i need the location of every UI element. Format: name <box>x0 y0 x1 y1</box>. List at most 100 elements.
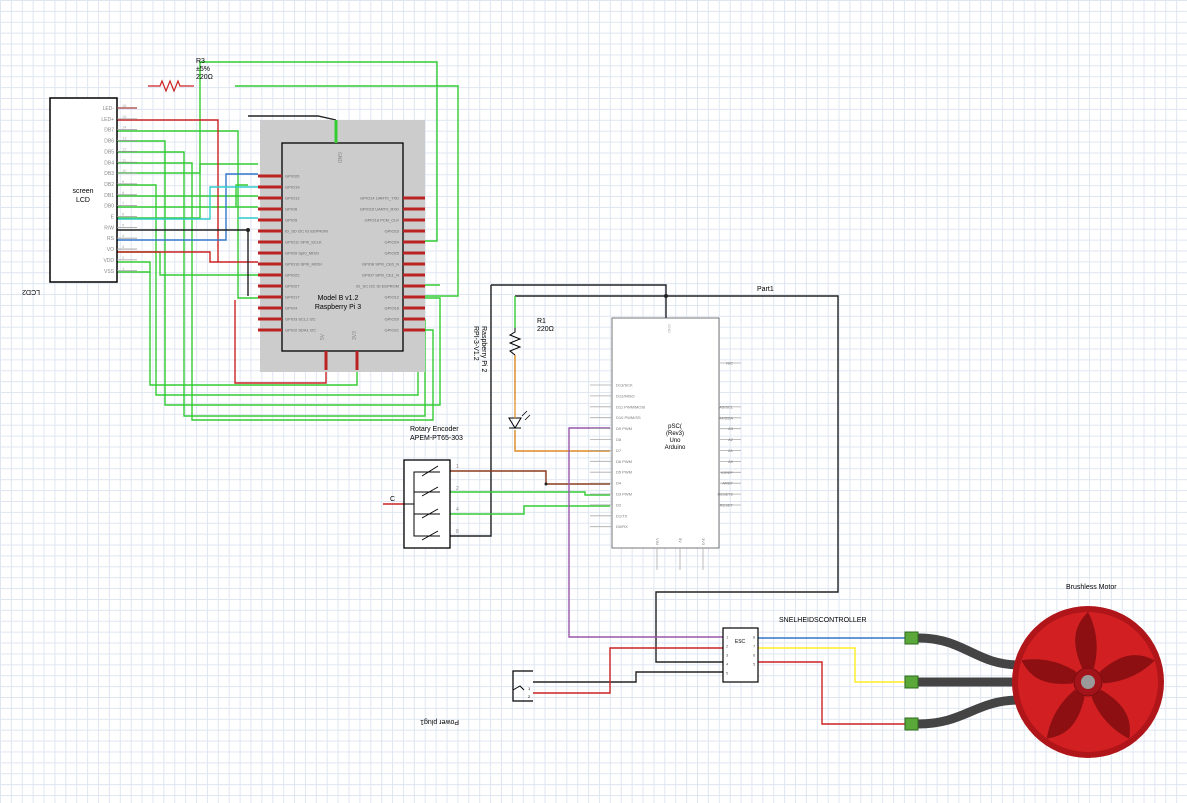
wire <box>533 647 723 694</box>
wire <box>758 661 905 725</box>
encoder-common-label: C <box>390 496 395 503</box>
motor-shaft <box>1081 675 1095 689</box>
lcd-label-1: screen <box>72 188 93 195</box>
lcd-pin-number: 15 <box>122 114 127 119</box>
lcd-pin-number: 7 <box>122 201 125 206</box>
pi-pin-label: GPIO23 <box>385 229 400 234</box>
arduino-body <box>611 317 720 549</box>
lcd-pin-label: DB4 <box>104 160 114 166</box>
lcd-pin-label: LED- <box>103 106 115 112</box>
arduino-pin-label: A1 <box>728 448 734 453</box>
pi-pin-label: GPIO22 <box>285 273 300 278</box>
arduino-pin-label: D9 PWM <box>616 426 632 431</box>
pi-model-line2: Raspberry Pi 3 <box>315 304 361 311</box>
pi-pin-label: ID_SD I2C ID EEPROM <box>285 229 328 234</box>
motor-spoke <box>1099 655 1155 684</box>
lcd-pin-label: DB5 <box>104 149 114 155</box>
motor-cable <box>913 633 1025 670</box>
pi-pin-label: GPIO17 <box>285 295 300 300</box>
arduino-title-1: pSC( <box>668 424 682 430</box>
connector <box>904 631 919 645</box>
lcd-pin-number: 12 <box>122 146 127 151</box>
resistor-r1[interactable]: R1 220Ω <box>508 318 554 356</box>
pi-pin-label: GPIO21 <box>385 328 400 333</box>
lcd-body <box>49 97 118 283</box>
junction-dot <box>246 228 250 232</box>
lcd-pin-label: VSS <box>104 269 115 275</box>
pi-pin-label: GPIO14 UART0_TXD <box>360 196 399 201</box>
arduino-pin-label: D2 <box>616 502 622 507</box>
arduino-pin-label: D8 <box>616 437 622 442</box>
lcd-pin-label: DB1 <box>104 193 114 199</box>
lcd-pin-number: 10 <box>122 168 127 173</box>
power-plug-pin-1: 1 <box>528 686 531 691</box>
motor-connectors <box>904 631 919 731</box>
rotary-encoder[interactable]: Rotary Encoder APEM-PT65-303 C 1 2 4 8 <box>390 426 463 549</box>
lcd-pin-label: DB3 <box>104 171 114 177</box>
motor-spoke <box>1075 612 1097 668</box>
pi-pin-label: GPIO7 SPI0_CE1_N <box>362 273 399 278</box>
motor-spoke <box>1091 689 1130 739</box>
lcd-pin-number: 1 <box>122 266 125 271</box>
pi-board <box>260 120 425 372</box>
wire <box>450 505 610 515</box>
lcd-pin-label: RS <box>107 236 115 242</box>
arduino-pin-label: 3V3 <box>701 538 706 546</box>
power-plug[interactable]: 1 2 Power plug1 <box>420 670 533 725</box>
esc-name: ESC <box>735 639 746 645</box>
encoder-pin-4: 4 <box>456 507 459 513</box>
lcd-pin-number: 8 <box>122 190 125 195</box>
lcd-pin-number: 5 <box>122 222 125 227</box>
arduino-pin-label: A2 <box>728 437 734 442</box>
pi-bottom-pin: 5V <box>320 333 326 340</box>
arduino-pin-label: D10 PWM/SS <box>616 415 641 420</box>
pi-pin-label: GPIO18 PCM_CLK <box>365 218 400 223</box>
pi-top-pin: GND <box>336 152 342 164</box>
lcd-pin-label: E <box>111 215 115 221</box>
arduino-title-2: (Rev3) <box>666 431 684 437</box>
arduino-pin-label: D12/MISO <box>616 393 635 398</box>
arduino-title-3: Uno <box>669 438 681 444</box>
raspberry-pi-component[interactable]: Model B v1.2 Raspberry Pi 3 GND 5V 3V3 G… <box>258 120 425 372</box>
lcd-pin-number: 14 <box>122 125 127 130</box>
arduino-pin-label: VIN <box>655 538 660 545</box>
arduino-title-4: Arduino <box>665 445 686 451</box>
wire <box>117 119 219 262</box>
esc-pin-label: 7 <box>753 644 756 649</box>
pi-pin-label: GPIO24 <box>385 240 400 245</box>
r1-name: R1 <box>537 318 546 325</box>
lcd-pin-number: 11 <box>122 157 127 162</box>
arduino-pin-label: D5 PWM <box>616 470 632 475</box>
wire <box>533 671 723 683</box>
resistor-r3-symbol <box>148 79 194 93</box>
lcd-pin-label: DB7 <box>104 128 114 134</box>
pi-pin-label: GPIO20 <box>385 317 400 322</box>
esc-pin-label: 5 <box>753 662 756 667</box>
pi-pin-label: GPIO16 <box>385 306 400 311</box>
resistor-r3[interactable]: R3 ±5% 220Ω <box>148 58 213 93</box>
arduino-component[interactable]: pSC( (Rev3) Uno Arduino Part1 GND D13/SC… <box>590 286 774 570</box>
lcd-pin-number: 3 <box>122 244 125 249</box>
arduino-pin-label: IOREF <box>721 470 734 475</box>
encoder-part: APEM-PT65-303 <box>410 435 463 442</box>
lcd-component[interactable]: screen LCD LCD2 LED-16LED+15DB714DB613DB… <box>22 97 137 295</box>
arduino-pin-label: RESET <box>720 503 734 508</box>
lcd-pin-label: DB6 <box>104 139 114 145</box>
led-component[interactable] <box>508 400 531 429</box>
encoder-switch-blade <box>421 508 439 519</box>
lcd-pin-number: 16 <box>122 103 127 108</box>
motor-spoke <box>1046 689 1085 739</box>
led-ray <box>521 410 528 417</box>
pi-pin-label: GPIO9 SpI0_MISO <box>285 251 319 256</box>
led-symbol <box>508 417 522 429</box>
pi-pin-label: GPIO27 <box>285 284 300 289</box>
lcd-pin-label: LED+ <box>101 117 114 123</box>
arduino-pin-label: D3 PWM <box>616 492 632 497</box>
pi-pin-label: GPIO2 SDA1 I2C <box>285 328 316 333</box>
brushless-motor[interactable]: Brushless Motor <box>1012 584 1164 758</box>
encoder-pin-2: 2 <box>456 486 459 492</box>
pi-chip <box>281 142 404 352</box>
r3-value: 220Ω <box>196 74 213 81</box>
